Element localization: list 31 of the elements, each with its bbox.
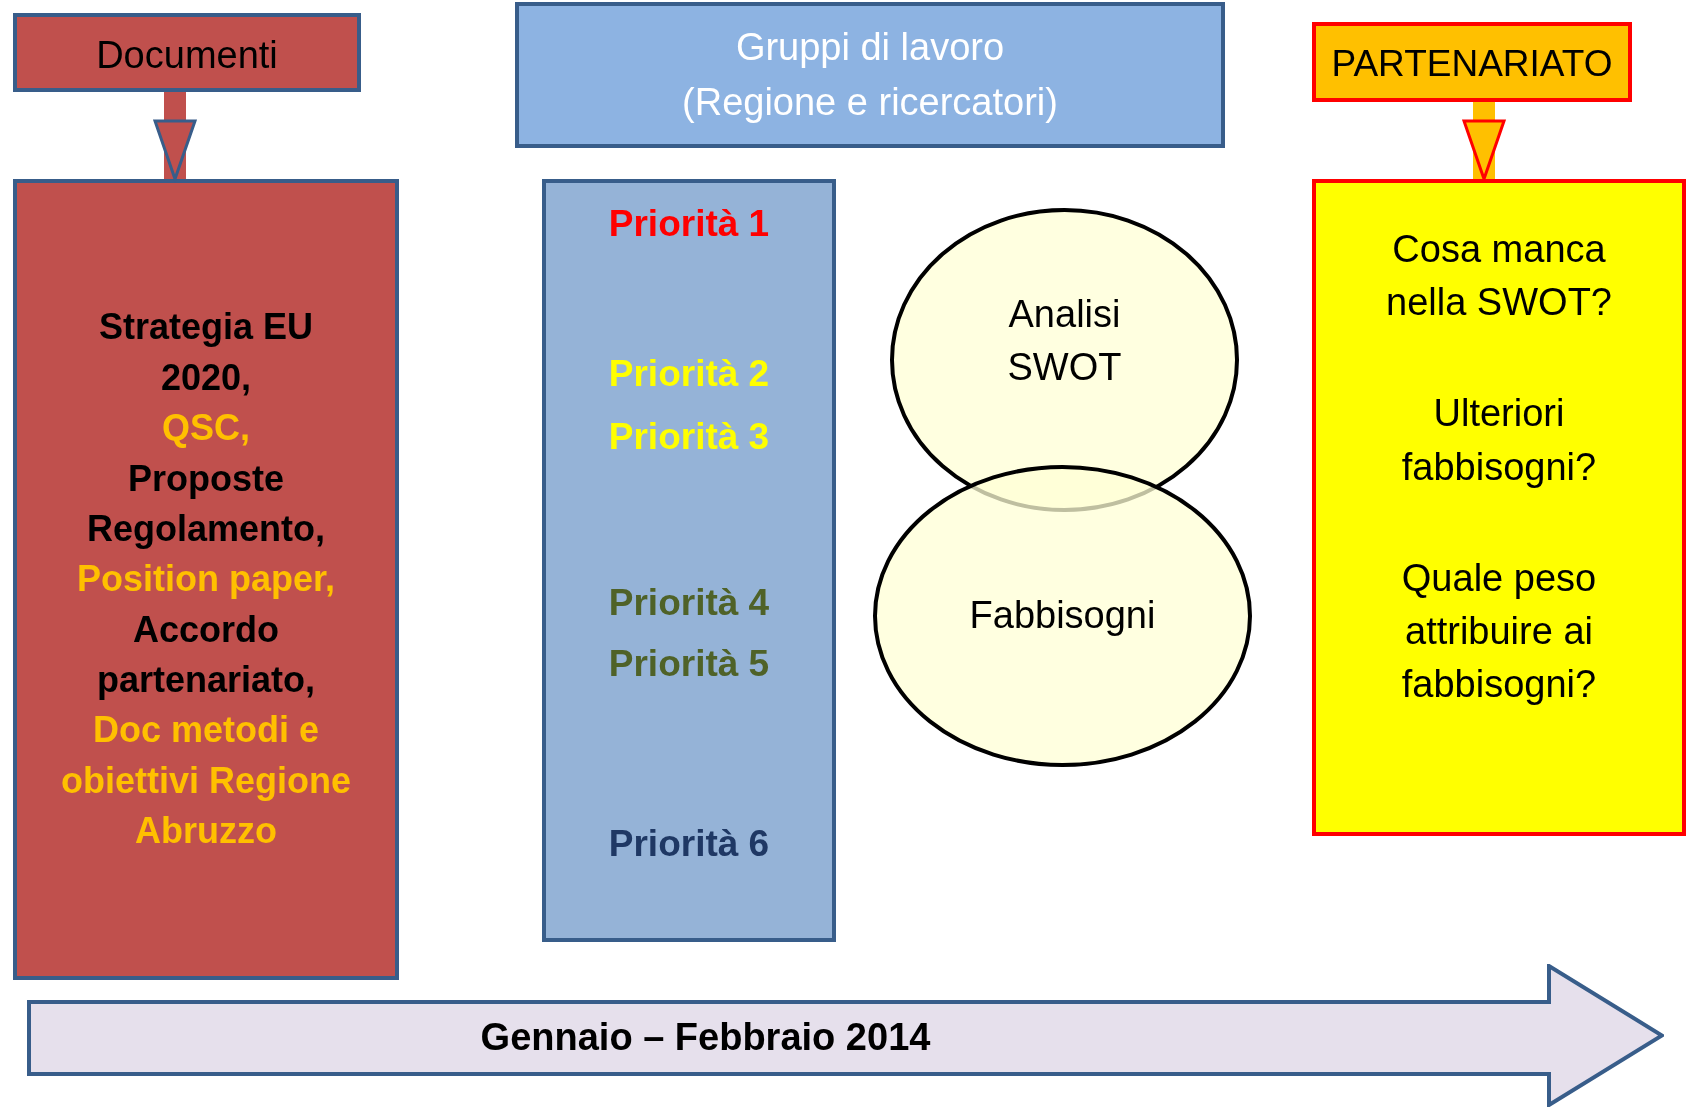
arrow — [1462, 102, 1506, 181]
heading-text: Documenti — [96, 32, 278, 78]
priority-label: Priorità 1 — [607, 202, 771, 246]
priority-label: Priorità 6 — [607, 822, 771, 866]
priority-label: Priorità 4 — [607, 581, 771, 625]
document-item: QSC, — [162, 406, 250, 451]
document-item: Accordo partenariato, — [95, 607, 317, 703]
arrow — [153, 92, 197, 181]
question-text: Cosa manca nella SWOT? — [1385, 227, 1613, 326]
timeline-label: Gennaio – Febbraio 2014 — [480, 1015, 931, 1061]
document-item: Doc metodi e obiettivi Regione Abruzzo — [60, 708, 352, 854]
priority-label: Priorità 3 — [607, 415, 771, 459]
heading-box — [1312, 22, 1632, 102]
circle-label: Analisi SWOT — [1006, 292, 1123, 391]
document-list-box — [13, 179, 399, 980]
priority-column — [542, 179, 836, 942]
timeline-arrow — [27, 964, 1664, 1107]
document-item: Proposte Regolamento, — [86, 456, 326, 551]
heading-box — [13, 13, 361, 92]
heading-text: PARTENARIATO — [1331, 42, 1613, 87]
priority-label: Priorità 2 — [607, 352, 771, 396]
document-item: Strategia EU 2020, — [97, 305, 315, 400]
circle-label: Fabbisogni — [969, 593, 1156, 639]
question-text: Ulteriori fabbisogni? — [1400, 391, 1598, 490]
question-text: Quale peso attribuire ai fabbisogni? — [1400, 555, 1598, 708]
priority-label: Priorità 5 — [607, 642, 771, 686]
venn-circle — [873, 465, 1252, 767]
document-item: Position paper, — [76, 557, 335, 602]
question-box — [1312, 179, 1686, 836]
heading-text: Gruppi di lavoro (Regione e ricercatori) — [681, 24, 1059, 125]
heading-box — [515, 2, 1225, 148]
